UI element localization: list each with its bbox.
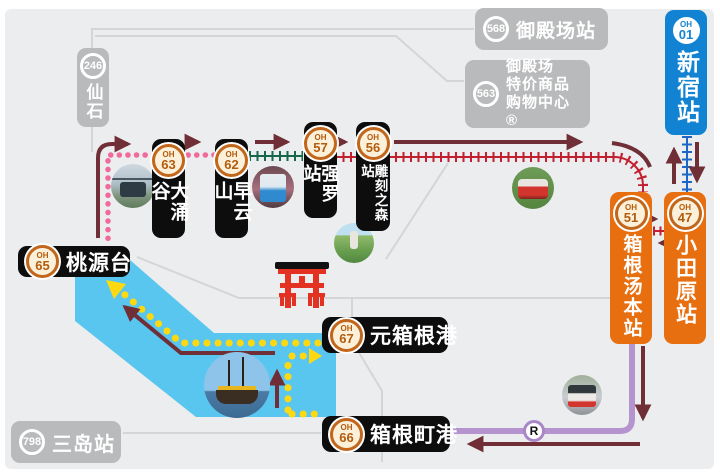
ship-mast bbox=[228, 360, 230, 388]
route-number-circle: 568 bbox=[483, 16, 509, 42]
station-name: 大涌谷 bbox=[148, 181, 189, 223]
bus-route-r-badge: R bbox=[523, 420, 545, 442]
road-badge-label: 御殿场 特价商品 购物中心® bbox=[506, 58, 582, 130]
road-badge-568-gotemba-station: 568 御殿场站 bbox=[475, 8, 608, 50]
romancecar-train-photo bbox=[512, 167, 554, 209]
outlet-label-line1: 御殿场 bbox=[506, 58, 555, 75]
cablecar-photo bbox=[252, 166, 294, 208]
cruise-line bbox=[106, 280, 322, 418]
ship-mast bbox=[242, 357, 244, 388]
tozan-train-line bbox=[320, 152, 664, 236]
outlet-label-line2: 特价商品 bbox=[506, 76, 571, 93]
ropeway-car bbox=[120, 182, 146, 197]
tozan-bus-line bbox=[451, 344, 635, 434]
ship-deck bbox=[218, 386, 256, 391]
station-name: 新宿站 bbox=[673, 50, 700, 125]
ropeway-cable bbox=[111, 178, 155, 180]
route-number-circle: 246 bbox=[80, 53, 106, 79]
station-name: 强罗站 bbox=[301, 164, 340, 204]
station-name: 雕刻之森站 bbox=[359, 164, 388, 222]
ropeway-gondola-photo bbox=[111, 164, 155, 208]
road-badge-246-sengoku: 246 仙石 bbox=[77, 48, 109, 127]
route-number-circle: 563 bbox=[473, 81, 499, 107]
romancecar-train bbox=[518, 179, 548, 199]
cruise-arrow-to-togendai bbox=[106, 280, 126, 299]
road-badge-798-mishima-station: 798 三岛站 bbox=[11, 421, 121, 463]
road-badge-label: 御殿场站 bbox=[516, 20, 597, 42]
road-badge-563-gotemba-outlets: 563 御殿场 特价商品 购物中心® bbox=[465, 58, 590, 130]
station-name: 早云山 bbox=[211, 181, 252, 223]
route-number-circle: 798 bbox=[19, 429, 45, 455]
pirate-ship-photo bbox=[204, 352, 270, 418]
station-name: 元箱根港 bbox=[370, 325, 458, 348]
hakone-tozan-bus-photo bbox=[562, 375, 602, 415]
cruise-arrow-to-motohakone bbox=[309, 348, 322, 364]
ship-hull bbox=[216, 390, 258, 404]
road-badge-label: 三岛站 bbox=[52, 433, 115, 456]
bus-body bbox=[568, 385, 596, 407]
torii-gate-icon bbox=[275, 262, 329, 308]
model-course-arrows bbox=[96, 133, 706, 453]
cablecar-car bbox=[260, 174, 286, 202]
sculpture-statue bbox=[350, 231, 358, 249]
road-badge-label: 仙石 bbox=[83, 83, 103, 121]
station-name: 桃源台 bbox=[66, 251, 132, 275]
station-name: 箱根町港 bbox=[370, 424, 458, 447]
station-name: 箱根汤本站 bbox=[620, 234, 642, 339]
station-name: 小田原站 bbox=[673, 234, 697, 326]
outlet-label-line3: 购物中心® bbox=[506, 94, 571, 129]
